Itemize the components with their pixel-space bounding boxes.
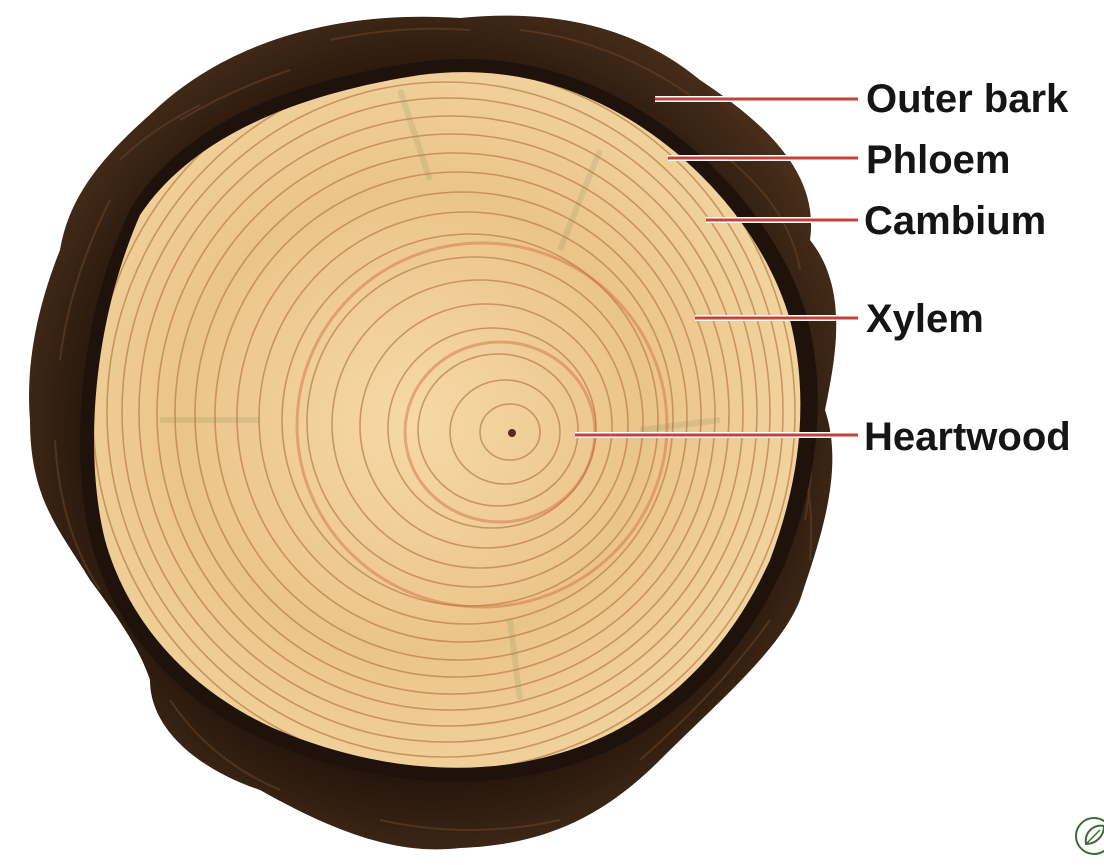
label-xylem: Xylem <box>866 297 984 341</box>
label-outer-bark: Outer bark <box>866 77 1069 121</box>
label-heartwood: Heartwood <box>864 415 1071 459</box>
leaf-circle-icon <box>1076 818 1104 854</box>
label-phloem: Phloem <box>866 138 1010 182</box>
pith <box>508 429 516 437</box>
labels: Outer bark Phloem Cambium Xylem Heartwoo… <box>864 77 1071 459</box>
label-cambium: Cambium <box>864 199 1046 243</box>
